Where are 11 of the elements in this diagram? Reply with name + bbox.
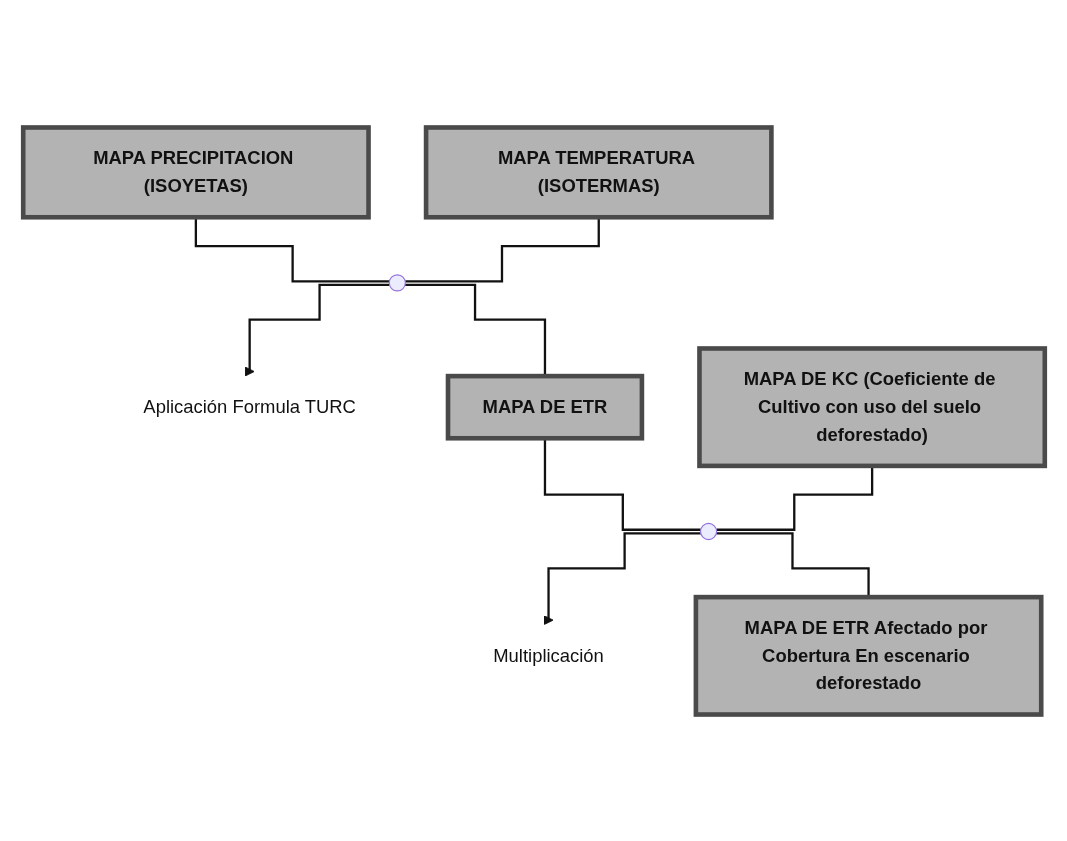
node-circle [699, 522, 717, 540]
node-box: MAPA TEMPERATURA (ISOTERMAS) [423, 124, 774, 220]
node-circle [388, 273, 406, 291]
node-box: MAPA PRECIPITACION (ISOYETAS) [20, 124, 371, 220]
node-box: MAPA DE ETR Afectado por Cobertura En escenario deforestado [693, 594, 1043, 717]
node-box: MAPA DE KC (Coeficiente de Cultivo con uso del suelo deforestado) [696, 345, 1047, 468]
arrow [542, 531, 701, 625]
node-text: Multiplicación [492, 644, 604, 665]
arrow [244, 283, 389, 377]
node-text: Aplicación Formula TURC [142, 396, 356, 416]
node-box: MAPA DE ETR [445, 373, 644, 441]
